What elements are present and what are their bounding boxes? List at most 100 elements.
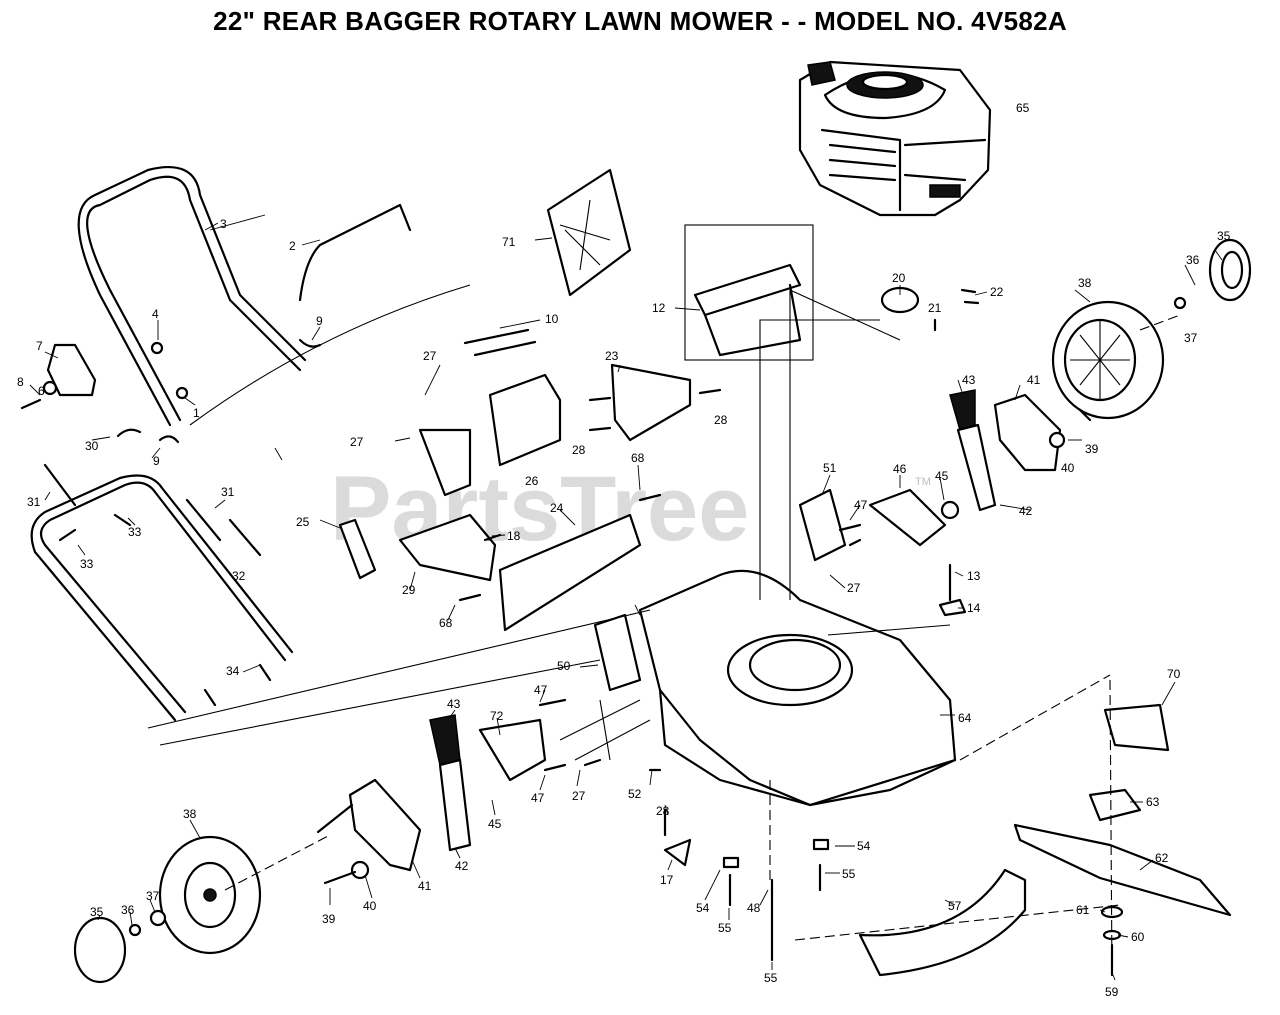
label-36: 36 — [1186, 253, 1200, 267]
label-42: 42 — [1019, 504, 1033, 518]
wheel-hardware — [128, 296, 1187, 937]
label-31: 31 — [221, 485, 235, 499]
label-51: 51 — [823, 461, 837, 475]
label-64: 64 — [958, 711, 972, 725]
label-37: 37 — [146, 889, 160, 903]
label-21: 21 — [928, 301, 942, 315]
label-47: 47 — [531, 791, 545, 805]
bracket-part-25 — [338, 428, 472, 580]
label-60: 60 — [1131, 930, 1145, 944]
label-7: 7 — [36, 339, 43, 353]
label-41: 41 — [418, 879, 432, 893]
label-14: 14 — [967, 601, 981, 615]
label-47: 47 — [854, 498, 868, 512]
wheel-cap-right-part-35 — [1208, 238, 1252, 302]
label-30: 30 — [85, 439, 99, 453]
label-1: 1 — [193, 406, 200, 420]
diagram-title: 22" REAR BAGGER ROTARY LAWN MOWER - - MO… — [213, 6, 1067, 36]
label-31: 31 — [27, 495, 41, 509]
label-32: 32 — [232, 569, 246, 583]
height-adjuster-right — [798, 389, 1062, 562]
label-62: 62 — [1155, 851, 1169, 865]
engine-part-65 — [798, 60, 992, 217]
handle-hardware — [20, 338, 322, 707]
label-26: 26 — [525, 474, 539, 488]
label-9: 9 — [153, 454, 160, 468]
label-70: 70 — [1167, 667, 1181, 681]
label-55: 55 — [718, 921, 732, 935]
misc-hardware — [458, 286, 1092, 837]
label-46: 46 — [893, 462, 907, 476]
label-34: 34 — [226, 664, 240, 678]
label-28: 28 — [714, 413, 728, 427]
label-28: 28 — [656, 804, 670, 818]
label-39: 39 — [1085, 442, 1099, 456]
label-36: 36 — [121, 903, 135, 917]
label-35: 35 — [90, 905, 104, 919]
label-24: 24 — [550, 501, 564, 515]
label-27: 27 — [350, 435, 364, 449]
label-45: 45 — [935, 469, 949, 483]
label-38: 38 — [183, 807, 197, 821]
upper-handle-part-3 — [77, 165, 307, 427]
label-54: 54 — [696, 901, 710, 915]
label-4: 4 — [152, 307, 159, 321]
hinge-part-26 — [488, 373, 562, 467]
label-6: 6 — [38, 384, 45, 398]
label-43: 43 — [447, 697, 461, 711]
rear-wheel-right-part-38 — [1051, 300, 1165, 420]
wheel-cap-left-part-35 — [73, 916, 127, 984]
label-40: 40 — [1061, 461, 1075, 475]
label-38: 38 — [1078, 276, 1092, 290]
label-37: 37 — [1184, 331, 1198, 345]
chute-door-part-71 — [546, 168, 632, 297]
label-55: 55 — [764, 971, 778, 985]
alignment-lines — [147, 284, 1181, 976]
label-55: 55 — [842, 867, 856, 881]
baffle-part-57 — [858, 868, 1027, 977]
blade-adapter-part-70 — [1103, 703, 1170, 752]
label-20: 20 — [892, 271, 906, 285]
engine-control-part-7 — [46, 343, 97, 397]
blade-adapter-part-63 — [1088, 788, 1142, 822]
blade-part-62 — [1013, 823, 1232, 917]
bolts-bottom — [663, 838, 830, 962]
label-59: 59 — [1105, 985, 1119, 999]
label-33: 33 — [128, 525, 142, 539]
label-28: 28 — [572, 443, 586, 457]
partstree-watermark: PartsTree — [330, 458, 749, 560]
label-68: 68 — [439, 616, 453, 630]
label-48: 48 — [747, 901, 761, 915]
grass-bag-frame-part-12 — [684, 224, 814, 361]
label-27: 27 — [423, 349, 437, 363]
label-35: 35 — [1217, 229, 1231, 243]
label-29: 29 — [402, 583, 416, 597]
label-18: 18 — [507, 529, 521, 543]
front-wheel-left-part-38 — [158, 835, 262, 955]
rear-flap-part-24 — [498, 513, 642, 632]
label-2: 2 — [289, 239, 296, 253]
label-17: 17 — [660, 873, 674, 887]
label-42: 42 — [455, 859, 469, 873]
label-43: 43 — [962, 373, 976, 387]
label-3: 3 — [220, 217, 227, 231]
label-27: 27 — [847, 581, 861, 595]
control-bail-part-2 — [298, 203, 412, 302]
label-22: 22 — [990, 285, 1004, 299]
label-27: 27 — [572, 789, 586, 803]
label-10: 10 — [545, 312, 559, 326]
label-9: 9 — [316, 314, 323, 328]
label-8: 8 — [17, 375, 24, 389]
mower-deck-part-64 — [638, 569, 957, 807]
watermark-trademark: TM — [915, 476, 931, 488]
label-52: 52 — [628, 787, 642, 801]
label-41: 41 — [1027, 373, 1041, 387]
label-61: 61 — [1076, 903, 1090, 917]
label-12: 12 — [652, 301, 666, 315]
label-23: 23 — [605, 349, 619, 363]
label-63: 63 — [1146, 795, 1160, 809]
label-25: 25 — [296, 515, 310, 529]
label-45: 45 — [488, 817, 502, 831]
label-72: 72 — [490, 709, 504, 723]
